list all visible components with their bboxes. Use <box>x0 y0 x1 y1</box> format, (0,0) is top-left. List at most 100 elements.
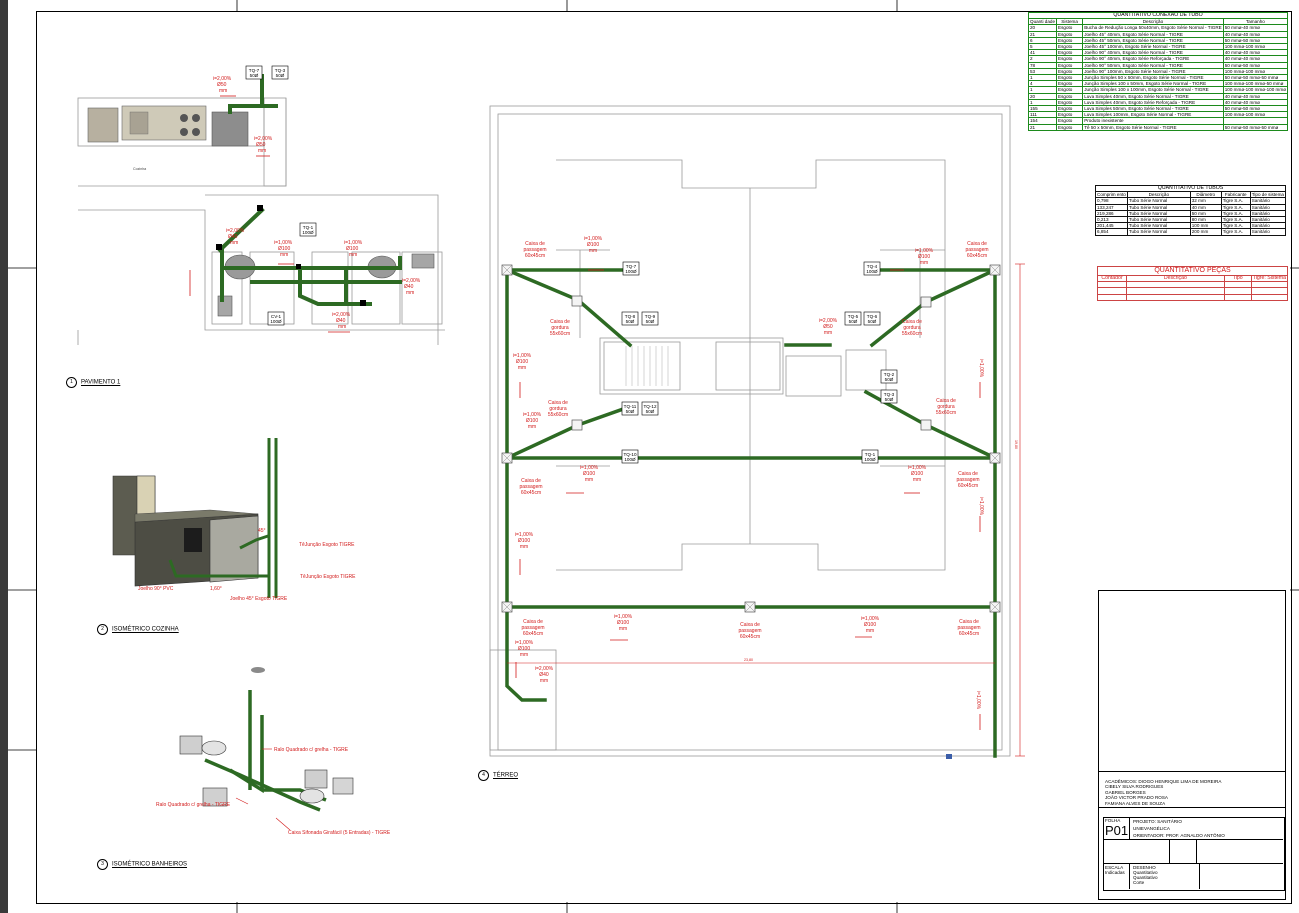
svg-text:i=2,00%: i=2,00% <box>332 312 351 318</box>
svg-text:Caixa Sifonada Girafácil (5 En: Caixa Sifonada Girafácil (5 Entradas) - … <box>288 830 391 836</box>
table-tubos: QUANTITATIVO DE TUBOS Comprim ento Descr… <box>1095 184 1287 236</box>
svg-text:TQ-1: TQ-1 <box>303 225 314 230</box>
svg-text:Caixa de: Caixa de <box>523 619 543 625</box>
svg-text:Ø100: Ø100 <box>518 538 530 544</box>
stairs <box>625 346 669 386</box>
svg-text:i=1,00%: i=1,00% <box>513 353 532 359</box>
svg-text:mm: mm <box>520 652 528 658</box>
svg-text:passagem: passagem <box>965 247 988 253</box>
svg-text:Caixa de: Caixa de <box>967 241 987 247</box>
svg-text:mm: mm <box>619 626 627 632</box>
svg-text:TQ-11: TQ-11 <box>624 404 637 409</box>
svg-text:TQ-8: TQ-8 <box>625 314 636 319</box>
svg-text:Ø100: Ø100 <box>278 246 290 252</box>
svg-text:TQ-4: TQ-4 <box>867 264 878 269</box>
plan-pavimento-1: i=2,00% Ø50 mm i=2,00% Ø50 mm i=2,00% Ø4… <box>77 65 445 345</box>
svg-text:passagem: passagem <box>519 484 542 490</box>
svg-text:i=1,00%: i=1,00% <box>580 465 599 471</box>
north-marker <box>946 754 952 759</box>
svg-text:Caixa de: Caixa de <box>958 471 978 477</box>
svg-text:Caixa de: Caixa de <box>525 241 545 247</box>
svg-text:Ø100: Ø100 <box>526 418 538 424</box>
svg-text:mm: mm <box>406 290 414 296</box>
svg-text:Ø100: Ø100 <box>918 254 930 260</box>
authors: ACADÊMICOS: DIOGO HENRIQUE LIMA DE MOREI… <box>1105 779 1222 806</box>
svg-text:gordura: gordura <box>551 325 568 331</box>
svg-text:Ø100: Ø100 <box>864 622 876 628</box>
svg-text:100Ø: 100Ø <box>624 457 636 462</box>
svg-text:mm: mm <box>528 424 536 430</box>
svg-text:gordura: gordura <box>937 404 954 410</box>
svg-text:50Ø: 50Ø <box>849 319 858 324</box>
svg-text:60x45cm: 60x45cm <box>521 490 541 496</box>
isometric-bathrooms: Ralo Quadrado c/ grelha - TIGRE Ralo Qua… <box>156 667 391 836</box>
svg-text:Ø100: Ø100 <box>516 359 528 365</box>
svg-text:50Ø: 50Ø <box>868 319 877 324</box>
svg-text:Ø100: Ø100 <box>518 646 530 652</box>
svg-text:TQ-3: TQ-3 <box>275 68 286 73</box>
svg-text:passagem: passagem <box>523 247 546 253</box>
svg-text:60x45cm: 60x45cm <box>959 631 979 637</box>
sheet-number: P01 <box>1105 823 1129 838</box>
svg-text:Caixa de: Caixa de <box>936 398 956 404</box>
svg-text:Cozinha: Cozinha <box>133 167 146 171</box>
svg-text:Caixa de: Caixa de <box>550 319 570 325</box>
svg-text:mm: mm <box>920 260 928 266</box>
svg-text:1,60°: 1,60° <box>210 586 222 592</box>
svg-text:CV-1: CV-1 <box>271 314 282 319</box>
svg-text:100Ø: 100Ø <box>866 269 878 274</box>
svg-text:TQ-6: TQ-6 <box>867 314 878 319</box>
svg-text:Caixa de: Caixa de <box>902 319 922 325</box>
svg-text:TQ-1: TQ-1 <box>865 452 876 457</box>
table-conexao-tubo: QUANTITATIVO CONEXÃO DE TUBO Quanti dade… <box>1027 11 1289 131</box>
svg-text:Caixa de: Caixa de <box>959 619 979 625</box>
pipes-terreo <box>504 267 998 758</box>
svg-text:100Ø: 100Ø <box>270 319 282 324</box>
dimension-lines <box>507 263 1025 757</box>
svg-text:100Ø: 100Ø <box>864 457 876 462</box>
svg-text:TQ-5: TQ-5 <box>848 314 859 319</box>
svg-text:Ø50: Ø50 <box>823 324 833 330</box>
svg-text:55x60cm: 55x60cm <box>902 331 922 337</box>
svg-text:mm: mm <box>824 330 832 336</box>
svg-text:55x60cm: 55x60cm <box>548 412 568 418</box>
svg-text:Joelho 90° PVC: Joelho 90° PVC <box>138 586 174 592</box>
svg-text:i=2,00%: i=2,00% <box>535 666 554 672</box>
svg-text:Ø100: Ø100 <box>346 246 358 252</box>
svg-text:55x60cm: 55x60cm <box>936 410 956 416</box>
svg-text:Caixa de: Caixa de <box>740 622 760 628</box>
svg-text:Ø40: Ø40 <box>404 284 414 290</box>
svg-text:Ø50: Ø50 <box>256 142 266 148</box>
svg-text:Caixa de: Caixa de <box>548 400 568 406</box>
svg-text:mm: mm <box>585 477 593 483</box>
svg-text:50Ø: 50Ø <box>646 409 655 414</box>
sheet-frame <box>36 11 1292 904</box>
svg-text:TêJunção Esgoto TIGRE: TêJunção Esgoto TIGRE <box>300 574 356 580</box>
svg-text:50Ø: 50Ø <box>626 409 635 414</box>
svg-text:50Ø: 50Ø <box>626 319 635 324</box>
svg-text:Ø100: Ø100 <box>583 471 595 477</box>
svg-text:50Ø: 50Ø <box>276 73 285 78</box>
inspection-boxes <box>501 264 1001 613</box>
svg-text:TQ-7: TQ-7 <box>249 68 260 73</box>
svg-text:mm: mm <box>338 324 346 330</box>
